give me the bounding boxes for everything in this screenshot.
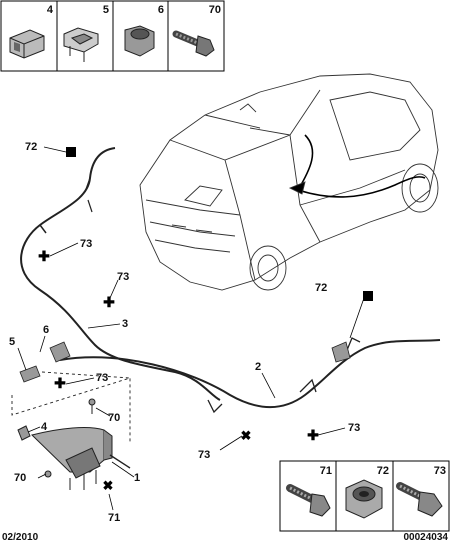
svg-text:✚: ✚ <box>54 375 66 391</box>
svg-text:✖: ✖ <box>103 478 114 493</box>
part-number-71-header: 71 <box>320 465 332 477</box>
label-70-b: 70 <box>14 472 26 484</box>
bolt-icon <box>172 30 215 57</box>
part-number-4-header: 4 <box>47 4 54 16</box>
callout-labels: 72 73 73 3 6 5 73 70 4 70 1 71 72 2 73 7… <box>9 141 360 524</box>
bolt-71-icon <box>286 484 331 517</box>
handbrake-lever <box>31 427 131 490</box>
label-70-a: 70 <box>108 412 120 424</box>
label-2: 2 <box>255 361 261 373</box>
svg-text:✚: ✚ <box>103 294 115 310</box>
label-4: 4 <box>41 421 48 433</box>
dashed-bracket <box>11 371 131 442</box>
bracket-clip-icon <box>63 27 99 62</box>
svg-text:✚: ✚ <box>307 427 319 443</box>
label-72-top: 72 <box>25 141 37 153</box>
label-3: 3 <box>122 318 128 330</box>
top-parts-panel: 4 5 6 70 <box>0 0 225 72</box>
part-number-70-header: 70 <box>209 4 221 16</box>
label-73-c: 73 <box>96 372 108 384</box>
car-outline <box>139 73 439 291</box>
nut-72-icon <box>345 479 383 519</box>
label-6: 6 <box>43 324 49 336</box>
label-73-a: 73 <box>80 238 92 250</box>
part-number-5-header: 5 <box>103 4 109 16</box>
brackets <box>19 341 351 383</box>
leader-lines <box>17 146 365 511</box>
nut-icon <box>124 25 155 57</box>
label-73-e: 73 <box>198 449 210 461</box>
square-marker-72-right <box>363 291 373 301</box>
bolt-73-icon <box>396 482 443 517</box>
label-72-right: 72 <box>315 282 327 294</box>
small-clip-4 <box>17 425 31 441</box>
label-5: 5 <box>9 336 15 348</box>
part-number-73-header: 73 <box>434 465 446 477</box>
part-number-72-header: 72 <box>377 465 389 477</box>
svg-text:✖: ✖ <box>241 428 252 443</box>
label-71: 71 <box>108 512 120 524</box>
label-73-b: 73 <box>117 271 129 283</box>
markers: ✚ ✚ ✚ ✚ ✖ ✖ <box>38 147 373 493</box>
label-73-d: 73 <box>348 422 360 434</box>
bolt-70-small <box>44 398 96 478</box>
svg-text:✚: ✚ <box>38 248 50 264</box>
label-1: 1 <box>134 472 140 484</box>
cable-2 <box>59 337 441 414</box>
footer-reference: 00024034 <box>404 532 449 543</box>
footer-date: 02/2010 <box>2 532 39 543</box>
bottom-parts-panel: 71 72 73 <box>279 460 450 532</box>
part-number-6-header: 6 <box>158 4 164 16</box>
cable-3 <box>20 147 221 401</box>
square-marker-72-top <box>66 147 76 157</box>
clip-block-icon <box>9 29 45 59</box>
